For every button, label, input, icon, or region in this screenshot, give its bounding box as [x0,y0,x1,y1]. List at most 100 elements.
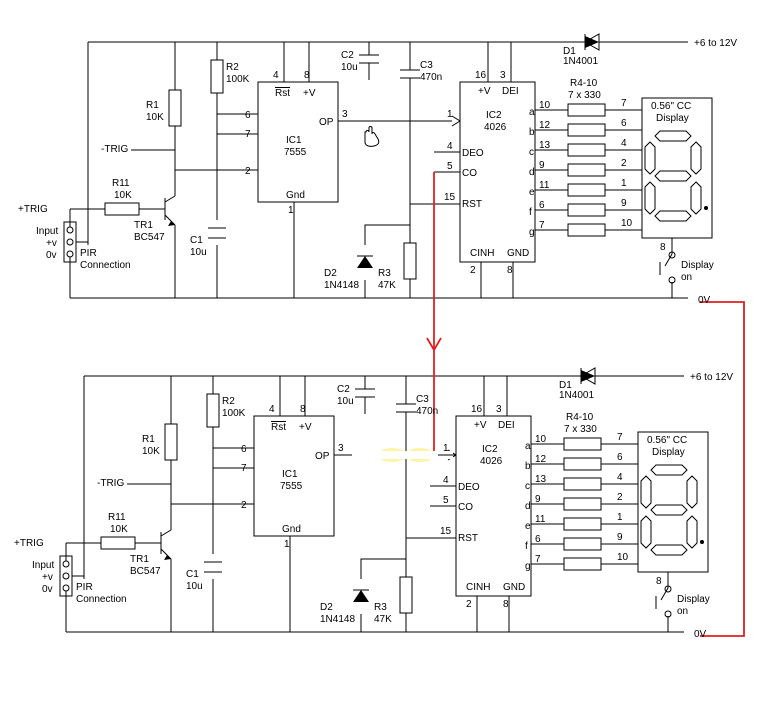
lower-ic2-vplus: +V [474,420,487,431]
upper-seg-letter-b: b [529,127,535,138]
upper-display-pin8: 8 [660,242,666,253]
upper-zero-v-label: 0v [46,250,57,261]
lower-ic2-pin4: 4 [443,475,449,486]
lower-ic2-pin15: 15 [440,526,452,537]
lower-supply-label: +6 to 12V [690,372,733,383]
upper-ic1-pin8: 8 [304,70,310,81]
upper-r3-val: 47K [378,280,396,291]
upper-ic1-pin7: 7 [245,129,251,140]
lower-ic1-pin8: 8 [300,404,306,415]
lower-ic1-pin4: 4 [269,404,275,415]
upper-ic2-pin2: 2 [470,265,476,276]
ground-link-wire [700,301,745,637]
lower-ic2-seg-pin-g: 7 [535,554,541,565]
lower-r2-val: 100K [222,408,246,419]
upper-ic1-pin1: 1 [288,205,294,216]
lower-ic1-pin7: 7 [241,463,247,474]
upper-seg-letter-e: e [529,187,535,198]
upper-display-pin-a: 7 [621,98,627,109]
upper-ic2-pin16: 16 [475,70,487,81]
lower-r4-10-val: 7 x 330 [564,424,597,435]
upper-connection-label: Connection [80,260,131,271]
lower-d1-ref: D1 [559,380,572,391]
lower-r11-val: 10K [110,524,128,535]
upper-ic1-pin6: 6 [245,110,251,121]
upper-display-pin-e: 1 [621,178,627,189]
lower-c2-val: 10u [337,396,354,407]
lower-ic2-pin3: 3 [496,404,502,415]
upper-r1-ref: R1 [146,100,159,111]
upper-ic2-seg-pin-d: 9 [539,160,545,171]
lower-display-pin-d: 2 [617,492,623,503]
lower-tr1-ref: TR1 [130,554,149,565]
lower-ic1-vplus: +V [299,422,312,433]
upper-r4-10-val: 7 x 330 [568,90,601,101]
stage-upper [63,33,713,299]
lower-c3-ref: C3 [416,394,429,405]
upper-ic2-gnd: GND [507,248,529,259]
upper-ic2-rst: RST [462,199,482,210]
lower-ic2-cinh: CINH [466,582,490,593]
upper-ic2-ref: IC2 [486,110,502,121]
upper-r2-val: 100K [226,74,250,85]
upper-ic2-dei: DEI [502,86,519,97]
upper-c1-ref: C1 [190,235,203,246]
upper-ic2-seg-pin-g: 7 [539,220,545,231]
stage-lower [59,367,709,633]
upper-ic2-pin1: 1 [447,109,453,120]
lower-tr1-val: BC547 [130,566,161,577]
upper-pir-label: PIR [80,248,97,259]
upper-supply-label: +6 to 12V [694,38,737,49]
upper-ic1-rst: Rst [275,88,290,99]
upper-display-pin-b: 6 [621,118,627,129]
lower-seg-letter-f: f [525,541,528,552]
upper-display-on-label-1: Display [681,260,714,271]
upper-seg-letter-f: f [529,207,532,218]
lower-ic2-pin5: 5 [443,495,449,506]
lower-trig-pos-label: +TRIG [14,538,44,549]
lower-ic2-co: CO [458,502,473,513]
lower-input-label: Input [32,560,54,571]
lower-ic2-seg-pin-e: 11 [535,514,546,525]
upper-seg-letter-c: c [529,147,534,158]
upper-tr1-ref: TR1 [134,220,153,231]
lower-ic2-pin16: 16 [471,404,483,415]
upper-ic2-seg-pin-f: 6 [539,200,545,211]
upper-input-label: Input [36,226,58,237]
upper-ic2-part: 4026 [484,122,507,133]
lower-ic2-seg-pin-a: 10 [535,434,547,445]
lower-c3-val: 470n [416,406,438,417]
upper-ic2-pin3: 3 [500,70,506,81]
lower-display-on-label-1: Display [677,594,710,605]
lower-ic1-ref: IC1 [282,469,298,480]
lower-ic2-pin8: 8 [503,599,509,610]
lower-ic2-seg-pin-c: 13 [535,474,547,485]
lower-ic2-rst: RST [458,533,478,544]
upper-ic1-ref: IC1 [286,135,302,146]
lower-r11-ref: R11 [108,512,126,523]
upper-display-label: Display [656,113,689,124]
upper-ground-label: 0V [698,295,711,306]
lower-ic1-part: 7555 [280,481,303,492]
lower-ground-label: 0V [694,629,707,640]
lower-ic2-seg-pin-f: 6 [535,534,541,545]
upper-ic2-seg-pin-a: 10 [539,100,551,111]
upper-r11-val: 10K [114,190,132,201]
upper-ic2-seg-pin-c: 13 [539,140,551,151]
lower-ic1-pin2: 2 [241,500,247,511]
lower-r3-ref: R3 [374,602,387,613]
lower-connection-label: Connection [76,594,127,605]
lower-ic2-part: 4026 [480,456,503,467]
upper-r4-10-ref: R4-10 [570,78,598,89]
hand-cursor-icon [364,126,380,147]
upper-ic2-pin5: 5 [447,161,453,172]
upper-ic1-vplus: +V [303,88,316,99]
lower-seg-letter-b: b [525,461,531,472]
op-gap-mask [338,451,453,459]
lower-display-pin-f: 9 [617,532,623,543]
upper-ic2-pin15: 15 [444,192,456,203]
upper-display-on-label-2: on [681,272,692,283]
upper-ic2-vplus: +V [478,86,491,97]
upper-display-pin-f: 9 [621,198,627,209]
